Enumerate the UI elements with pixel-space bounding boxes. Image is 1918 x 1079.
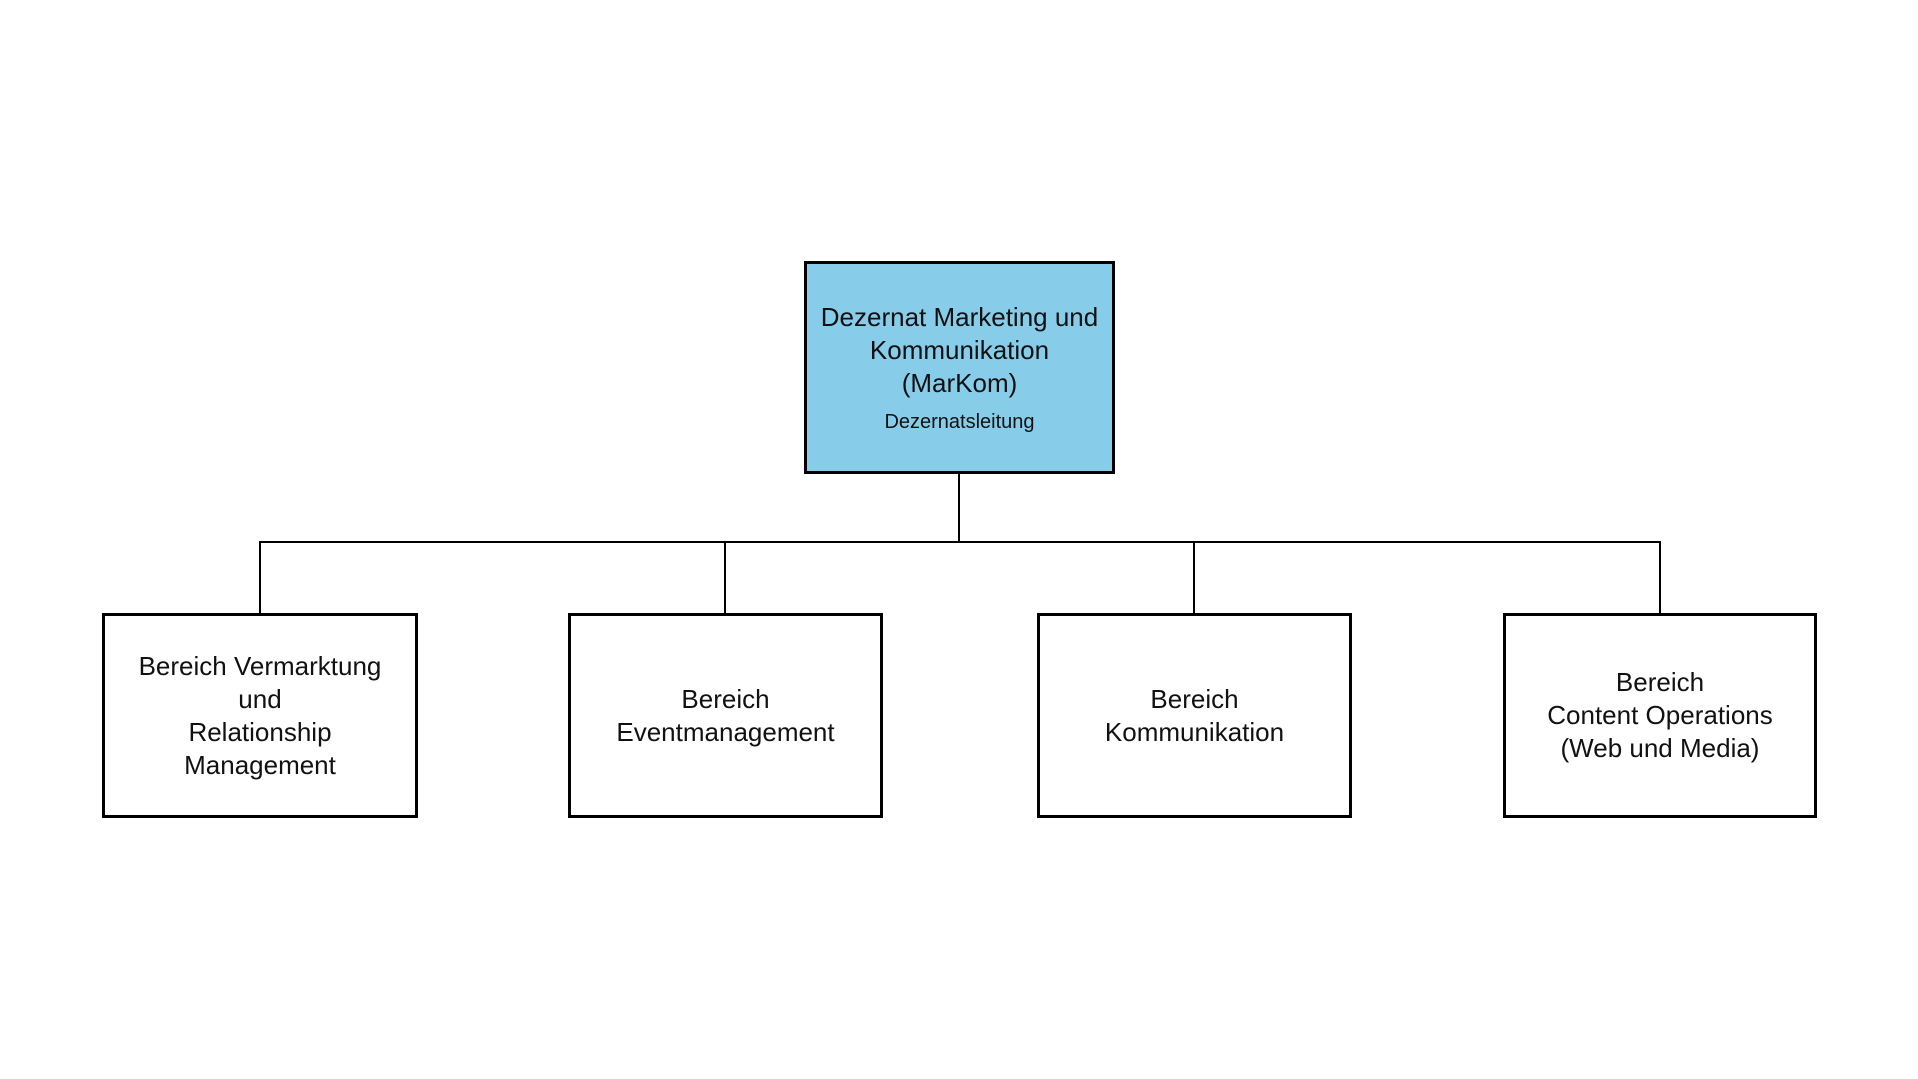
connector-drop-content-operations xyxy=(1659,541,1661,613)
label-line: und xyxy=(238,683,282,714)
label-line: Bereich xyxy=(1150,683,1239,714)
child-box-bereich-kommunikation: Bereich Kommunikation xyxy=(1037,613,1352,818)
root-box-subtitle: Dezernatsleitung xyxy=(884,411,1035,433)
label-line: Management xyxy=(184,749,336,780)
root-title-line: Kommunikation xyxy=(869,335,1050,365)
child-box-bereich-eventmanagement: Bereich Eventmanagement xyxy=(568,613,883,818)
connector-horizontal-bus xyxy=(259,541,1661,543)
connector-root-stem xyxy=(958,474,960,543)
root-box-dezernat-markom: Dezernat Marketing und Kommunikation (Ma… xyxy=(804,261,1115,474)
root-title-line: (MarKom) xyxy=(901,368,1018,398)
connector-drop-kommunikation xyxy=(1193,541,1195,613)
child-box-label: Bereich Eventmanagement xyxy=(616,683,834,749)
label-line: Eventmanagement xyxy=(616,716,835,747)
child-box-bereich-content-operations: Bereich Content Operations (Web und Medi… xyxy=(1503,613,1817,818)
label-line: Bereich Vermarktung xyxy=(138,650,382,681)
label-line: Content Operations xyxy=(1547,700,1773,730)
label-line: Bereich xyxy=(681,683,770,714)
label-line: Bereich xyxy=(1615,667,1705,697)
root-title-line: Dezernat Marketing und xyxy=(820,302,1099,332)
child-box-label: Bereich Kommunikation xyxy=(1105,683,1284,749)
label-line: (Web und Media) xyxy=(1560,733,1760,763)
label-line: Kommunikation xyxy=(1104,716,1285,747)
label-line: Relationship xyxy=(188,716,332,747)
child-box-bereich-vermarktung: Bereich Vermarktung und Relationship Man… xyxy=(102,613,418,818)
child-box-label: Bereich Content Operations (Web und Medi… xyxy=(1547,666,1772,765)
connector-drop-eventmanagement xyxy=(724,541,726,613)
root-box-title: Dezernat Marketing und Kommunikation (Ma… xyxy=(821,301,1098,400)
child-box-label: Bereich Vermarktung und Relationship Man… xyxy=(139,650,382,782)
connector-drop-vermarktung xyxy=(259,541,261,613)
